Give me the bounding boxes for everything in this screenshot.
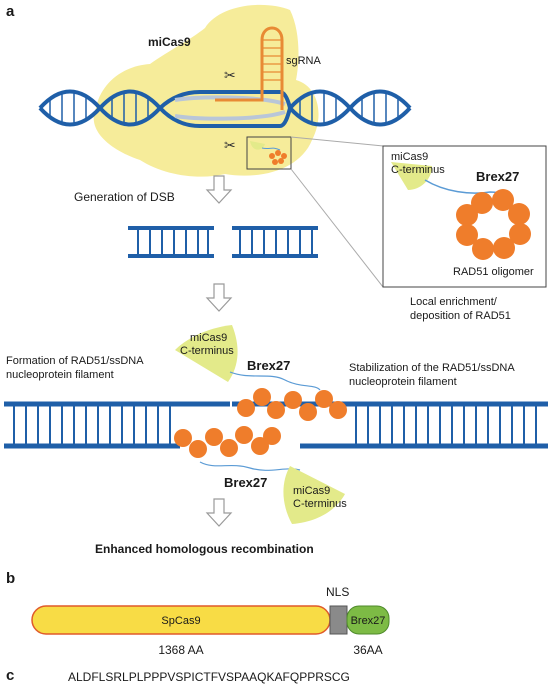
- formation-line1: Formation of RAD51/ssDNA: [6, 355, 144, 367]
- micas9-title: miCas9: [148, 35, 191, 49]
- panel-label-a: a: [6, 3, 15, 20]
- rad51-filament-top: [237, 388, 347, 421]
- brex-top-label: Brex27: [247, 358, 290, 373]
- cterm-top-line2: C-terminus: [180, 345, 234, 357]
- brex-bottom-label: Brex27: [224, 475, 267, 490]
- callout-cterm: [250, 141, 265, 150]
- cterm-wedge-top: [175, 325, 238, 382]
- dsb-ladder-right: [232, 226, 318, 258]
- inset-cterm-wedge: [391, 162, 432, 190]
- dsb-ladder-left: [128, 226, 214, 258]
- scissors-icon-bottom: ✂: [224, 137, 236, 153]
- cterm-bottom-line1: miCas9: [293, 485, 330, 497]
- inset-box: miCas9 C-terminus Brex27 RAD51 oligomer: [382, 145, 547, 288]
- inset-cterm-line1: miCas9: [391, 151, 428, 163]
- step-arrow-1: [205, 175, 233, 204]
- sgrna: [215, 26, 284, 110]
- formation-line2: nucleoprotein filament: [6, 369, 114, 381]
- result-label: Enhanced homologous recombination: [95, 542, 314, 556]
- brex27-sequence: ALDFLSRLPLPPPVSPICTFVSPAAQKAFQPPRSCG: [68, 670, 350, 684]
- local-enrichment-line2: deposition of RAD51: [410, 310, 511, 322]
- local-enrichment-line1: Local enrichment/: [410, 296, 498, 308]
- step-arrow-2: [205, 283, 233, 312]
- stabilization-line2: nucleoprotein filament: [349, 376, 457, 388]
- sgrna-label: sgRNA: [286, 55, 322, 67]
- dna-helix-top: [38, 89, 412, 128]
- step-dsb-label: Generation of DSB: [74, 190, 175, 204]
- brex27-length: 36AA: [353, 643, 382, 657]
- cterm-top-line1: miCas9: [190, 332, 227, 344]
- panel-label-c: c: [6, 667, 14, 684]
- panel-label-b: b: [6, 570, 15, 587]
- cterm-wedge-bottom: [283, 466, 345, 524]
- scissors-icon-top: ✂: [224, 67, 236, 83]
- callout-rad51: [269, 150, 287, 165]
- filament-ladder-right: [232, 401, 548, 449]
- inset-oligomer-label: RAD51 oligomer: [453, 266, 534, 278]
- cterm-bottom-line2: C-terminus: [293, 498, 347, 510]
- nls-domain: [329, 605, 348, 635]
- rad51-filament-bottom: [174, 426, 281, 458]
- filament-ladder-left: [4, 401, 230, 449]
- callout-box: [246, 136, 292, 170]
- inset-rad51-oligomer: [456, 189, 531, 260]
- brex27-domain: [346, 605, 390, 635]
- step-arrow-3: [205, 498, 233, 527]
- stabilization-line1: Stabilization of the RAD51/ssDNA: [349, 362, 515, 374]
- nls-label: NLS: [326, 585, 349, 599]
- brex27-domain-label: Brex27: [351, 615, 386, 627]
- inset-brex-label: Brex27: [476, 169, 519, 184]
- spcas9-length: 1368 AA: [158, 643, 203, 657]
- spcas9-label: SpCas9: [161, 615, 200, 627]
- inset-cterm-line2: C-terminus: [391, 164, 445, 176]
